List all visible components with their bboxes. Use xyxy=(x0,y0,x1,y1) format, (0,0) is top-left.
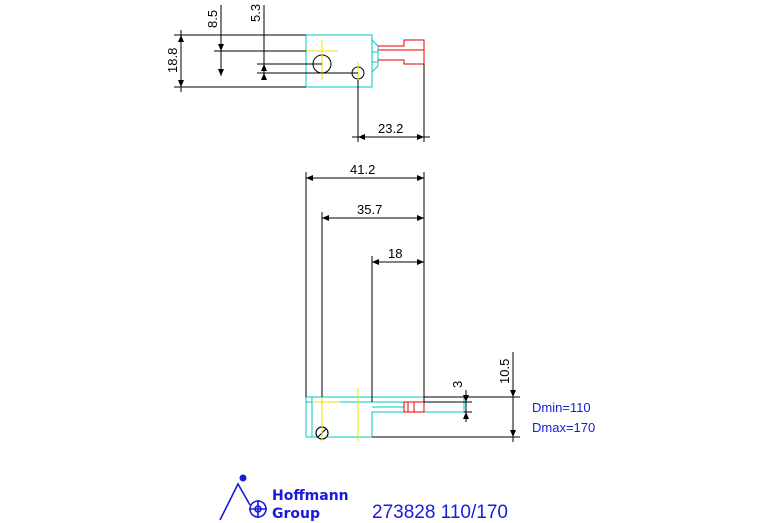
part-number: 273828 110/170 xyxy=(372,502,508,523)
dim-5-3-label: 5.3 xyxy=(248,4,263,22)
dim-18-8-label: 18.8 xyxy=(165,48,180,73)
logo-line-1: Hoffmann xyxy=(272,488,349,504)
logo-line-2: Group xyxy=(272,506,320,522)
side-view-outline xyxy=(305,396,465,438)
side-view-insert xyxy=(403,401,425,413)
dim-18-label: 18 xyxy=(388,246,402,261)
dim-3-label: 3 xyxy=(450,381,465,388)
side-view-dimensions xyxy=(305,172,520,442)
top-view-insert xyxy=(378,39,425,65)
top-view-ticks xyxy=(178,35,424,140)
dmin-label: Dmin=110 xyxy=(532,400,591,415)
logo-mark-icon xyxy=(219,474,267,521)
top-view-outline xyxy=(305,34,379,88)
side-view-ticks xyxy=(306,175,516,437)
dim-10-5-label: 10.5 xyxy=(497,359,512,384)
hoffmann-group-logo: Hoffmann Group xyxy=(219,474,349,522)
top-view-centerlines xyxy=(306,40,359,84)
dim-23-2-label: 23.2 xyxy=(378,121,403,136)
dim-35-7-label: 35.7 xyxy=(357,202,382,217)
side-view: 41.2 35.7 18 3 10.5 Dmin=110 Dmax=170 xyxy=(305,162,595,442)
dmax-label: Dmax=170 xyxy=(532,420,595,435)
top-view: 8.5 5.3 18.8 23.2 xyxy=(165,4,430,142)
dim-41-2-label: 41.2 xyxy=(350,162,375,177)
dim-8-5-label: 8.5 xyxy=(205,10,220,28)
